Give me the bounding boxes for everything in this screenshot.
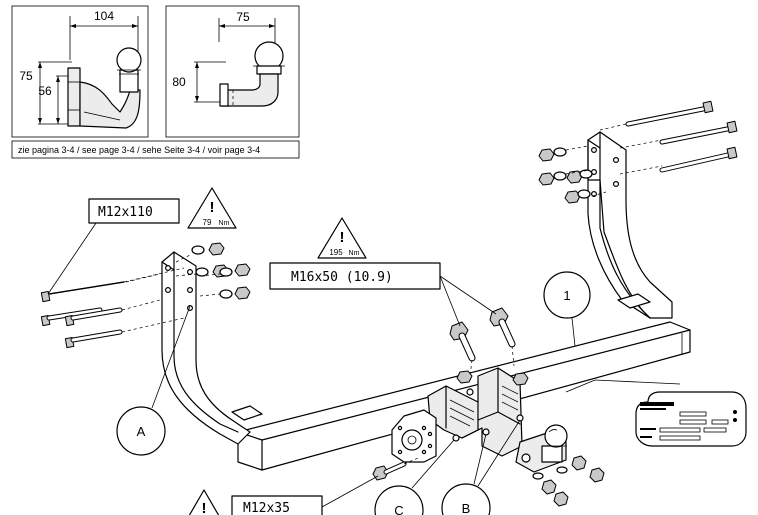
tow-ball-neck bbox=[541, 445, 563, 463]
callout-m16x50-text: M16x50 (10.9) bbox=[291, 270, 393, 285]
warning-triangle-bottom bbox=[188, 489, 220, 515]
tow-ball bbox=[544, 424, 568, 448]
right-bracket-hole-1 bbox=[590, 147, 597, 154]
inset-side-tow-ball bbox=[116, 47, 142, 73]
callout-m12x110: M12x110 bbox=[47, 198, 180, 295]
label-part-a-text: A bbox=[137, 424, 146, 439]
callout-m12x35-text: M12x35 bbox=[243, 501, 290, 515]
bolt-m12x35 bbox=[372, 457, 419, 481]
dim-label-75: 75 bbox=[19, 69, 33, 83]
socket-plate-opening bbox=[401, 429, 423, 451]
reference-note-text: zie pagina 3-4 / see page 3-4 / sehe Sei… bbox=[18, 145, 260, 155]
label-part-b: B bbox=[441, 419, 521, 515]
inset-front-frame bbox=[165, 5, 300, 138]
inset-side-plate bbox=[67, 67, 81, 127]
warning-mark-bottom: ! bbox=[202, 500, 207, 515]
left-bracket-hole-4 bbox=[187, 287, 194, 294]
nuts-washers-right bbox=[538, 145, 607, 204]
callout-m16x50: M16x50 (10.9) bbox=[269, 262, 497, 327]
left-bracket-hole-2 bbox=[187, 269, 194, 276]
inset-side-neck bbox=[79, 81, 141, 129]
bolts-m16x50 bbox=[449, 307, 529, 386]
dim-label-80: 80 bbox=[172, 75, 186, 89]
leader-m16x50-1 bbox=[439, 275, 461, 327]
right-bracket-hole-4 bbox=[612, 181, 619, 188]
bolt-m16x50-1 bbox=[449, 321, 476, 362]
center-bracket-hole-c bbox=[452, 434, 460, 442]
torque-unit-79: Nm bbox=[219, 220, 230, 227]
leader-m16x50-2 bbox=[439, 275, 497, 315]
warning-triangle-79 bbox=[187, 187, 237, 229]
tow-ball-nuts bbox=[532, 455, 605, 507]
leader-m12x35 bbox=[321, 475, 379, 508]
nuts-washers-left bbox=[175, 242, 251, 300]
towbar-frame bbox=[161, 131, 691, 471]
warning-mark-79: ! bbox=[210, 199, 215, 216]
torque-warning-bottom: ! bbox=[188, 489, 220, 515]
reference-note-box: zie pagina 3-4 / see page 3-4 / sehe Sei… bbox=[11, 140, 300, 159]
left-side-bracket bbox=[161, 251, 251, 445]
callout-m12x35: M12x35 bbox=[231, 475, 379, 515]
dim-label-56: 56 bbox=[38, 84, 52, 98]
label-part-c-text: C bbox=[394, 503, 403, 515]
torque-value-195: 195 bbox=[329, 248, 343, 257]
dim-label-75-front: 75 bbox=[236, 10, 250, 24]
inset-side-view: 104 75 56 bbox=[11, 5, 149, 138]
label-part-a: A bbox=[116, 305, 191, 456]
label-part-c: C bbox=[374, 439, 455, 515]
torque-warning-79: ! 79 Nm bbox=[187, 187, 237, 229]
inset-front-neck bbox=[221, 73, 279, 107]
label-part-1: 1 bbox=[543, 271, 591, 347]
inset-front-view: 75 80 bbox=[165, 5, 300, 138]
type-plate-outline bbox=[635, 391, 747, 447]
right-bracket-hole-2 bbox=[612, 157, 619, 164]
right-side-bracket bbox=[587, 131, 673, 319]
bolts-right bbox=[599, 100, 738, 175]
center-bracket-hole-b2 bbox=[516, 414, 524, 422]
right-bracket-hole-5 bbox=[590, 191, 597, 198]
label-part-b-text: B bbox=[462, 501, 471, 515]
torque-value-79: 79 bbox=[203, 218, 212, 227]
inset-side-frame bbox=[11, 5, 149, 138]
bolts-m12x110-left bbox=[40, 267, 185, 349]
dim-label-104: 104 bbox=[94, 9, 114, 23]
warning-mark-195: ! bbox=[340, 229, 345, 246]
callout-m12x110-text: M12x110 bbox=[98, 205, 153, 220]
leader-m12x110 bbox=[47, 222, 97, 295]
bolt-m16x50-2 bbox=[489, 307, 516, 348]
main-tow-ball-assembly bbox=[515, 424, 605, 507]
label-part-1-text: 1 bbox=[563, 288, 570, 303]
torque-warning-195: ! 195 Nm bbox=[317, 217, 367, 259]
type-plate bbox=[565, 379, 747, 447]
left-bracket-hole-1 bbox=[165, 265, 172, 272]
left-bracket-hole-3 bbox=[165, 287, 172, 294]
torque-unit-195: Nm bbox=[349, 250, 360, 257]
warning-triangle-195 bbox=[317, 217, 367, 259]
